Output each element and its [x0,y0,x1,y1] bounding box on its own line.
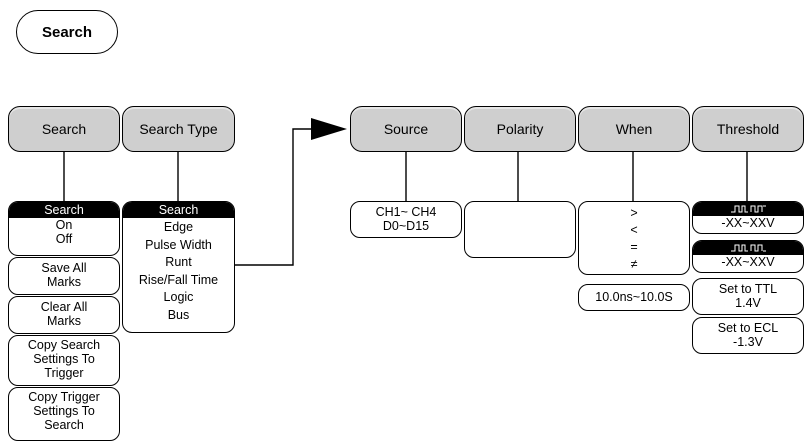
menu-search-type-button[interactable]: Search Type [122,106,235,152]
page-title: Search [16,10,118,54]
search-type-edge[interactable]: Edge [163,220,194,234]
clear-all-marks-button[interactable]: Clear All Marks [8,296,120,334]
copy-search-line1: Copy Search [27,338,101,352]
search-type-rise-fall[interactable]: Rise/Fall Time [138,272,219,287]
search-on-option[interactable]: On [55,218,73,232]
when-less[interactable]: < [630,223,638,237]
when-range-box[interactable]: 10.0ns~10.0S [578,284,690,311]
menu-search-button[interactable]: Search [8,106,120,152]
arrow-head [311,118,347,140]
copy-search-line3: Trigger [44,366,84,380]
copy-trigger-line2: Settings To [33,404,95,418]
set-to-ecl-button[interactable]: Set to ECL -1.3V [692,317,804,354]
threshold-low-icon [693,241,803,255]
menu-threshold-button[interactable]: Threshold [692,106,804,152]
search-type-bus[interactable]: Bus [167,307,190,322]
threshold-high-range: -XX~XXV [721,216,775,230]
copy-search-settings-button[interactable]: Copy Search Settings To Trigger [8,335,120,386]
search-type-header: Search [123,202,234,218]
set-to-ecl-label: Set to ECL [717,321,779,335]
copy-trigger-line3: Search [44,418,84,432]
when-not-equal[interactable]: ≠ [630,257,638,271]
copy-search-line2: Settings To [33,352,95,366]
when-equal[interactable]: = [630,240,638,254]
search-type-pulse-width[interactable]: Pulse Width [145,237,212,252]
threshold-high-box[interactable]: -XX~XXV [692,201,804,234]
search-type-menu[interactable]: Search Edge Pulse Width Runt Rise/Fall T… [122,201,235,333]
source-digital: D0~D15 [382,219,430,233]
source-box[interactable]: CH1~ CH4 D0~D15 [350,201,462,238]
source-channels: CH1~ CH4 [375,205,437,219]
threshold-low-range: -XX~XXV [721,255,775,269]
set-to-ttl-label: Set to TTL [718,282,778,296]
when-box[interactable]: > < = ≠ [578,201,690,275]
menu-when-button[interactable]: When [578,106,690,152]
search-on-off-header: Search [9,202,119,218]
search-on-off-menu[interactable]: Search On Off [8,201,120,256]
copy-trigger-settings-button[interactable]: Copy Trigger Settings To Search [8,387,120,441]
clear-all-marks-line1: Clear All [40,300,88,314]
when-greater[interactable]: > [630,206,638,220]
menu-source-button[interactable]: Source [350,106,462,152]
clear-all-marks-line2: Marks [46,314,82,328]
set-to-ttl-value: 1.4V [735,296,761,310]
set-to-ttl-button[interactable]: Set to TTL 1.4V [692,278,804,315]
threshold-low-box[interactable]: -XX~XXV [692,240,804,273]
copy-trigger-line1: Copy Trigger [28,390,100,404]
save-all-marks-button[interactable]: Save All Marks [8,257,120,295]
menu-polarity-button[interactable]: Polarity [464,106,576,152]
set-to-ecl-value: -1.3V [733,335,763,349]
polarity-box[interactable] [464,201,576,258]
search-type-logic[interactable]: Logic [163,290,194,304]
save-all-marks-line1: Save All [41,261,87,275]
threshold-high-icon [693,202,803,216]
search-type-runt[interactable]: Runt [165,255,192,269]
search-off-option[interactable]: Off [55,232,73,246]
save-all-marks-line2: Marks [46,275,82,289]
